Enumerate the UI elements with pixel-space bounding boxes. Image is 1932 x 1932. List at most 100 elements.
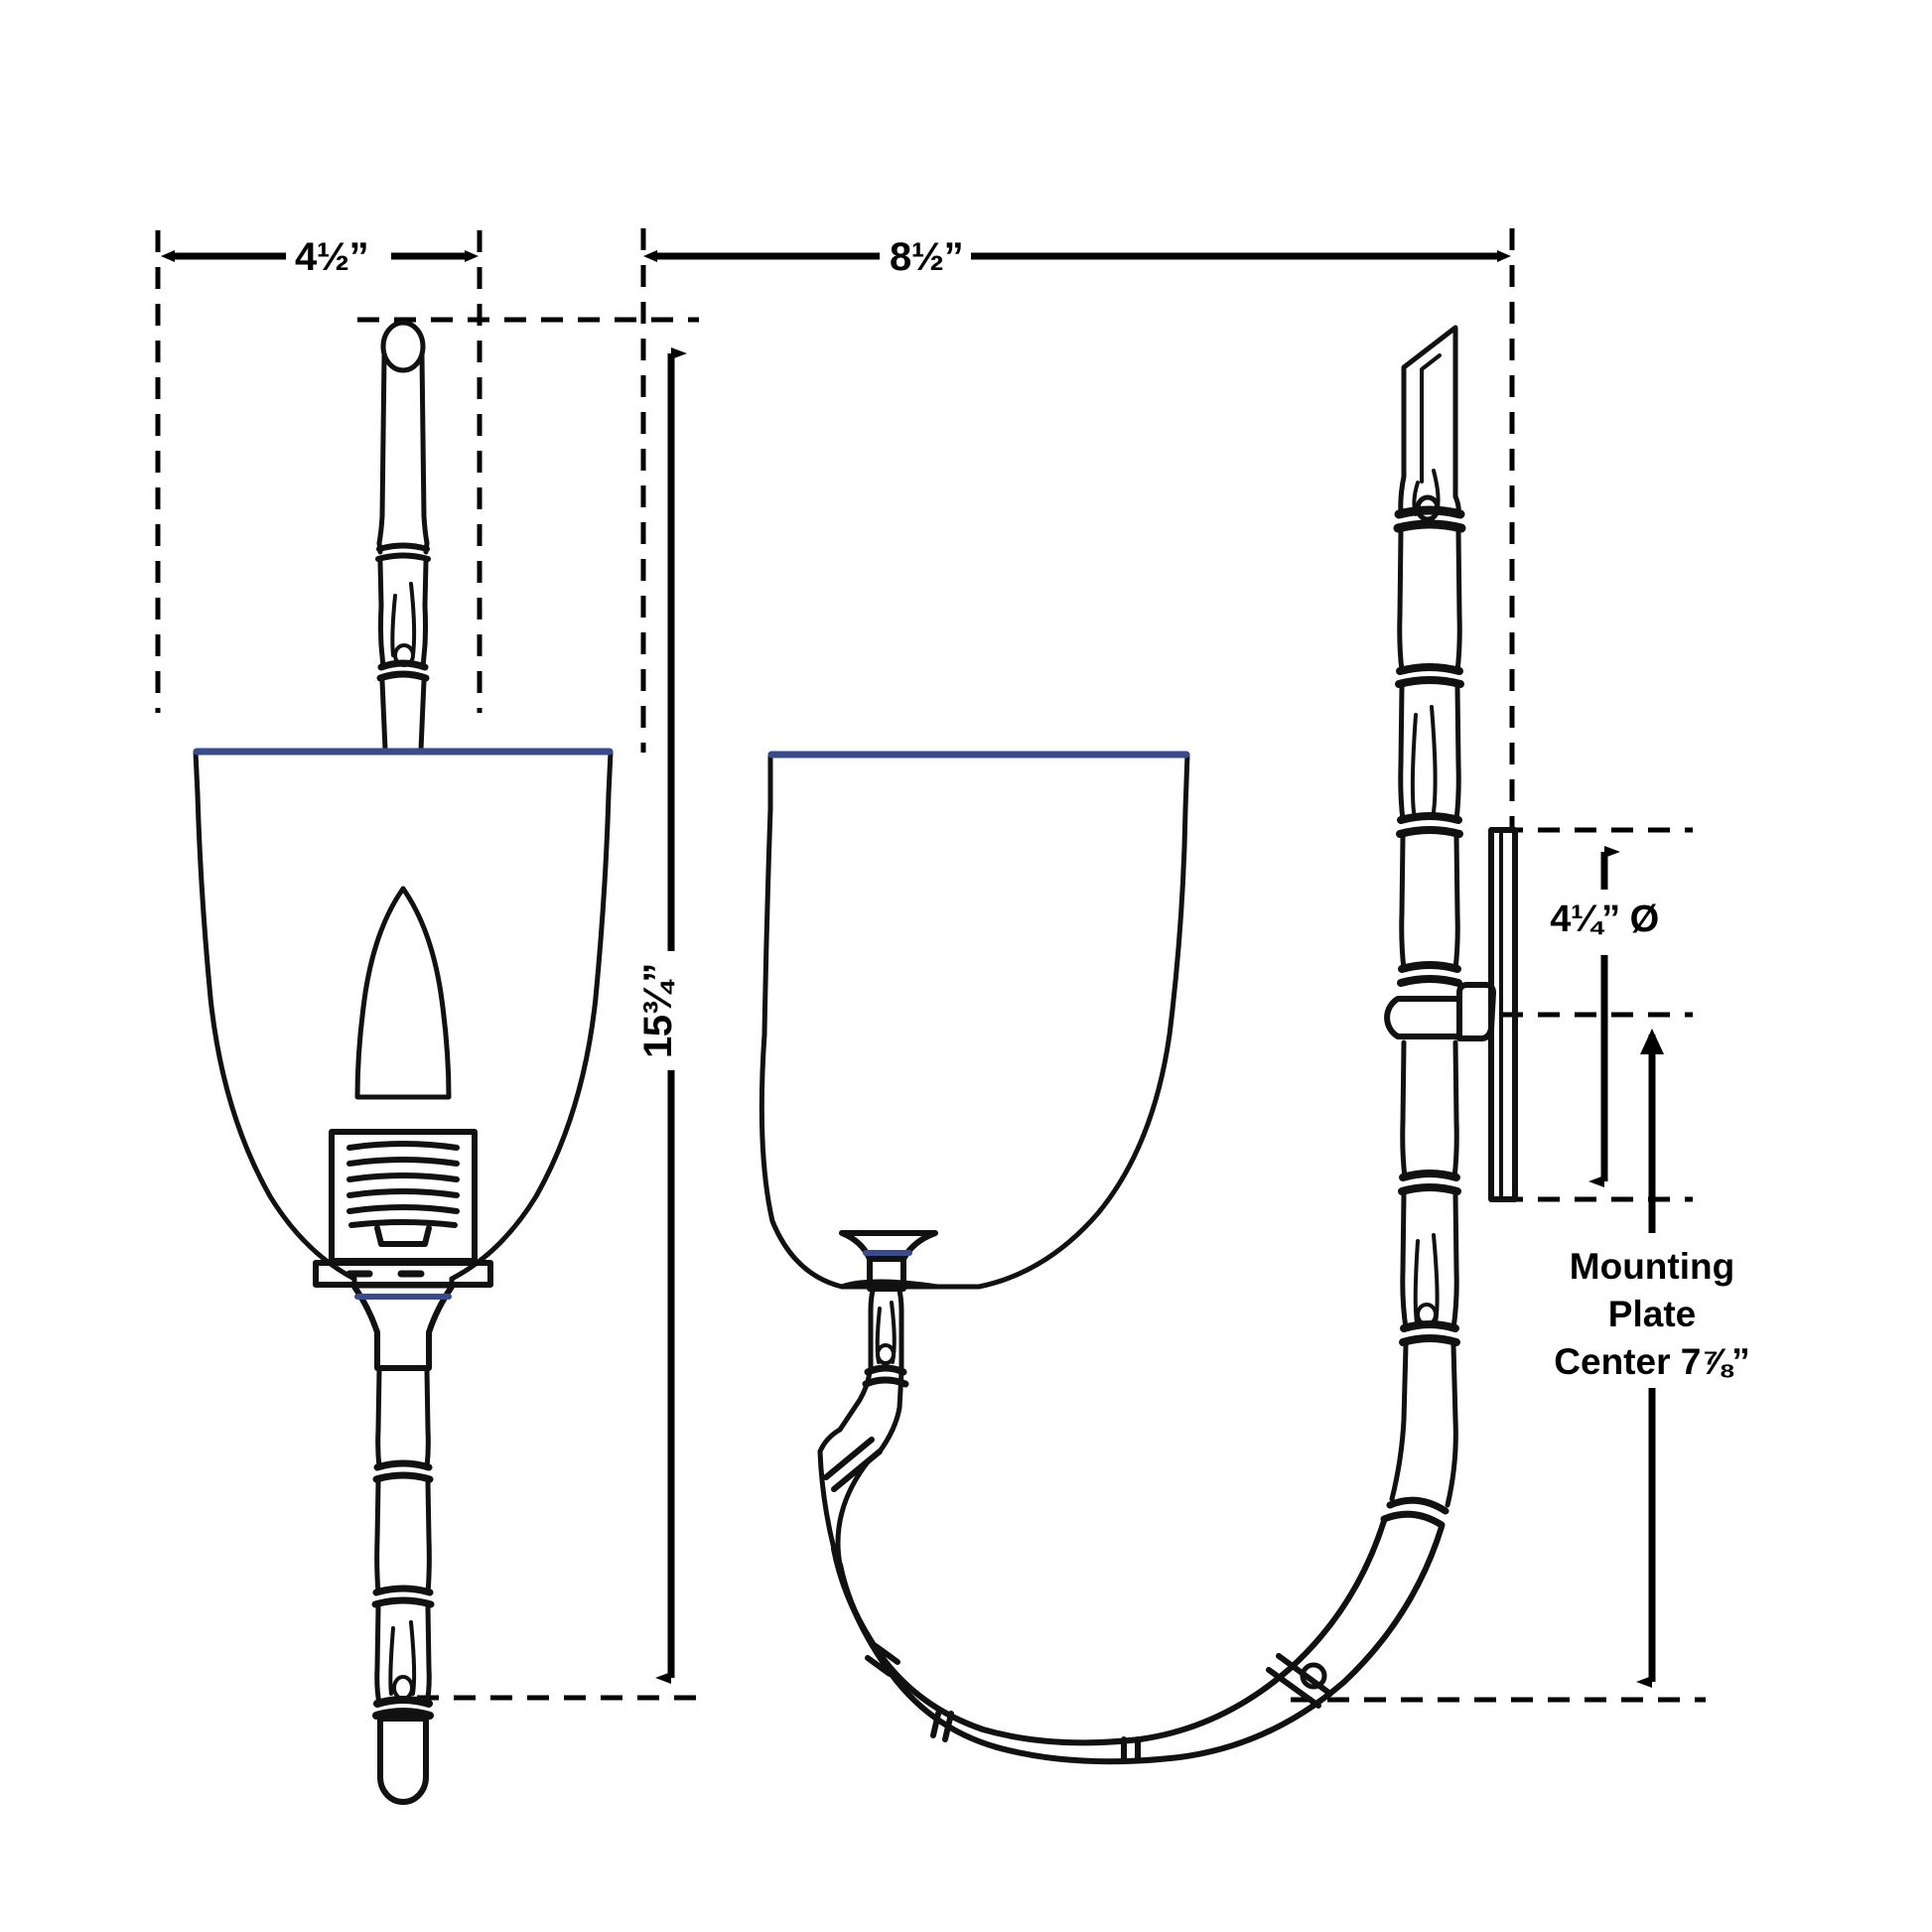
side-segD-right [1451, 1039, 1459, 1180]
lower-seg3-right [424, 1604, 432, 1707]
dimension-lines [161, 250, 1656, 1688]
seg3-left [379, 678, 388, 753]
bottom-finial [377, 1716, 429, 1805]
side-collar-flare [839, 1230, 938, 1262]
side-node-c-top [1397, 812, 1462, 824]
lower-seg2-left [374, 1479, 381, 1595]
mounting-dim-arrow-up [1640, 1029, 1664, 1054]
lower-node-2-top [372, 1585, 434, 1596]
u-node-h2 [1266, 1667, 1321, 1709]
leaf-detail-b [409, 582, 417, 657]
side-node-d-top [1398, 961, 1461, 973]
node-ring-2-bottom [376, 670, 430, 682]
overall-height-dimension-label: 15¾” [636, 963, 680, 1058]
seg2-left [377, 559, 386, 670]
side-node-b-top [1396, 663, 1463, 675]
side-segC-right [1452, 834, 1460, 972]
mounting-label-line-2: Plate [1608, 1294, 1696, 1334]
top-finial-cap [380, 320, 426, 373]
seg3-right [418, 678, 427, 753]
backplate-diameter-dimension-label: 4¼” Ø [1550, 898, 1658, 940]
side-node-c-bottom [1396, 826, 1463, 838]
lower-seg1-right [424, 1367, 431, 1470]
side-segE-left [1400, 1191, 1409, 1331]
u-curve-inner-right [1176, 1524, 1445, 1760]
side-segB-right [1453, 684, 1461, 823]
side-top-bevel [1401, 325, 1458, 499]
side-shade-helper [770, 755, 1187, 1281]
side-shade-outline [759, 752, 1190, 1290]
mounting-label-line-1: Mounting [1570, 1246, 1734, 1287]
u-node-j1 [942, 1711, 954, 1742]
side-node-g-top [1386, 1496, 1449, 1515]
lower-node-1-top [373, 1459, 433, 1471]
backplate [1488, 827, 1518, 1202]
u-curve-outer-right [1137, 1518, 1387, 1742]
side-node-a-top [1394, 505, 1465, 519]
node-ring-2-top [377, 659, 429, 671]
lower-leaf-bud [392, 1675, 414, 1701]
side-node-a-bottom [1393, 519, 1466, 533]
side-node-m-bottom [862, 1376, 909, 1388]
side-elevation-view [759, 325, 1518, 1765]
side-segF-right [1445, 1342, 1458, 1508]
u-node-j2 [930, 1707, 942, 1738]
side-segC-left [1399, 834, 1407, 972]
side-segE-right [1450, 1191, 1459, 1331]
front-width-dimension-label: 4½” [295, 235, 368, 279]
seg2-right [420, 559, 429, 670]
node-ring-1-top [376, 542, 430, 552]
side-ascend-left [817, 1449, 837, 1552]
mounting-arm-stub [1384, 996, 1462, 1039]
upper-stem-right-edge [419, 352, 430, 555]
u-curve-inner-bottom [994, 1744, 1182, 1765]
extension-lines [155, 228, 1706, 1703]
mounting-label-line-3: Center 7⅞” [1554, 1341, 1749, 1382]
side-top-inner-line [1420, 353, 1442, 483]
lower-node-3-bottom [372, 1708, 434, 1720]
u-curve-outer-left [831, 1546, 986, 1732]
side-segD-left [1400, 1039, 1408, 1180]
side-node-d-bottom [1397, 975, 1462, 987]
socket-thread-coils [346, 1141, 460, 1228]
side-node-e-top [1399, 1170, 1460, 1181]
u-curve-inner-left [837, 1562, 1000, 1750]
lower-node-3-top [373, 1696, 433, 1708]
lower-seg1-left [375, 1367, 382, 1470]
side-node-g-bottom [1380, 1510, 1446, 1529]
u-node-l2 [823, 1437, 875, 1480]
lower-neck-collar [351, 1284, 455, 1371]
side-segA-left [1397, 528, 1405, 674]
side-stem-mid-left [868, 1284, 877, 1373]
upper-stem-left-edge [376, 352, 387, 555]
socket-base-tip [374, 1225, 432, 1247]
side-segB-leaf-a [1410, 713, 1418, 814]
front-elevation-view [193, 320, 614, 1805]
u-bud-right [1300, 1662, 1327, 1690]
u-node-k2 [865, 1655, 893, 1677]
side-shade-bottom-curve [839, 1279, 940, 1290]
lower-node-2-bottom [371, 1596, 435, 1608]
side-ascend-left-top [817, 1427, 843, 1454]
leaf-detail-a [390, 594, 397, 657]
socket-flange [313, 1260, 493, 1288]
lower-seg3-left [374, 1604, 382, 1707]
side-ascend-right [835, 1456, 873, 1568]
candle-bulb [354, 886, 452, 1100]
lower-leaf-a [388, 1626, 395, 1696]
u-curve-outer-bottom [980, 1726, 1143, 1746]
side-segE-bud [1416, 1303, 1438, 1326]
side-shade-partial [770, 755, 1187, 1283]
side-upper-left-taper [1398, 474, 1407, 515]
side-depth-dimension-label: 8½” [890, 235, 963, 279]
side-node-e-bottom [1398, 1183, 1461, 1195]
lower-seg2-right [425, 1479, 432, 1595]
side-node-f-bottom [1399, 1334, 1460, 1346]
mounting-plate-center-dimension-label: Mounting Plate Center 7⅞” [1554, 1246, 1749, 1382]
node-ring-1-bottom [375, 552, 431, 562]
side-shade-outline-alt [770, 755, 1187, 1287]
side-stem-mid-right [896, 1284, 904, 1373]
lower-node-1-bottom [372, 1471, 434, 1483]
